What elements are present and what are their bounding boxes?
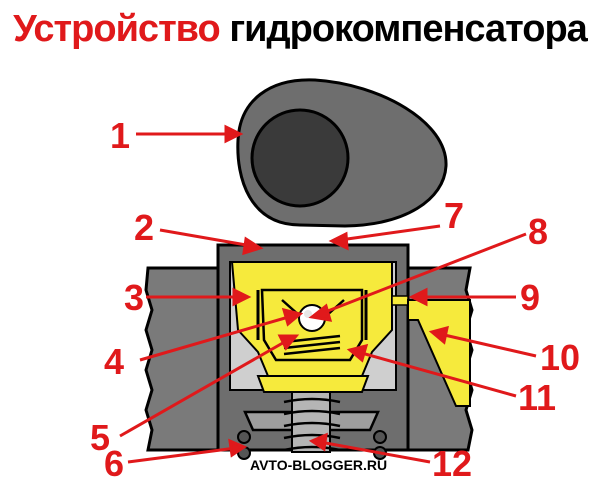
page-title: Устройство гидрокомпенсатора: [0, 8, 600, 51]
label-10: 10: [540, 337, 580, 378]
label-3: 3: [124, 277, 144, 318]
label-6: 6: [104, 443, 124, 484]
title-part-2: гидрокомпенсатора: [229, 8, 588, 50]
label-5: 5: [90, 417, 110, 458]
label-8: 8: [528, 211, 548, 252]
label-4: 4: [104, 341, 124, 382]
camshaft-cam: [236, 78, 448, 228]
label-11: 11: [518, 377, 556, 418]
pointers: [119, 124, 537, 464]
label-7: 7: [444, 195, 464, 236]
label-9: 9: [520, 277, 540, 318]
label-2: 2: [134, 207, 154, 248]
title-part-1: Устройство: [13, 8, 221, 50]
watermark: AVTO-BLOGGER.RU: [250, 457, 387, 473]
label-12: 12: [432, 443, 472, 484]
label-1: 1: [110, 115, 130, 156]
